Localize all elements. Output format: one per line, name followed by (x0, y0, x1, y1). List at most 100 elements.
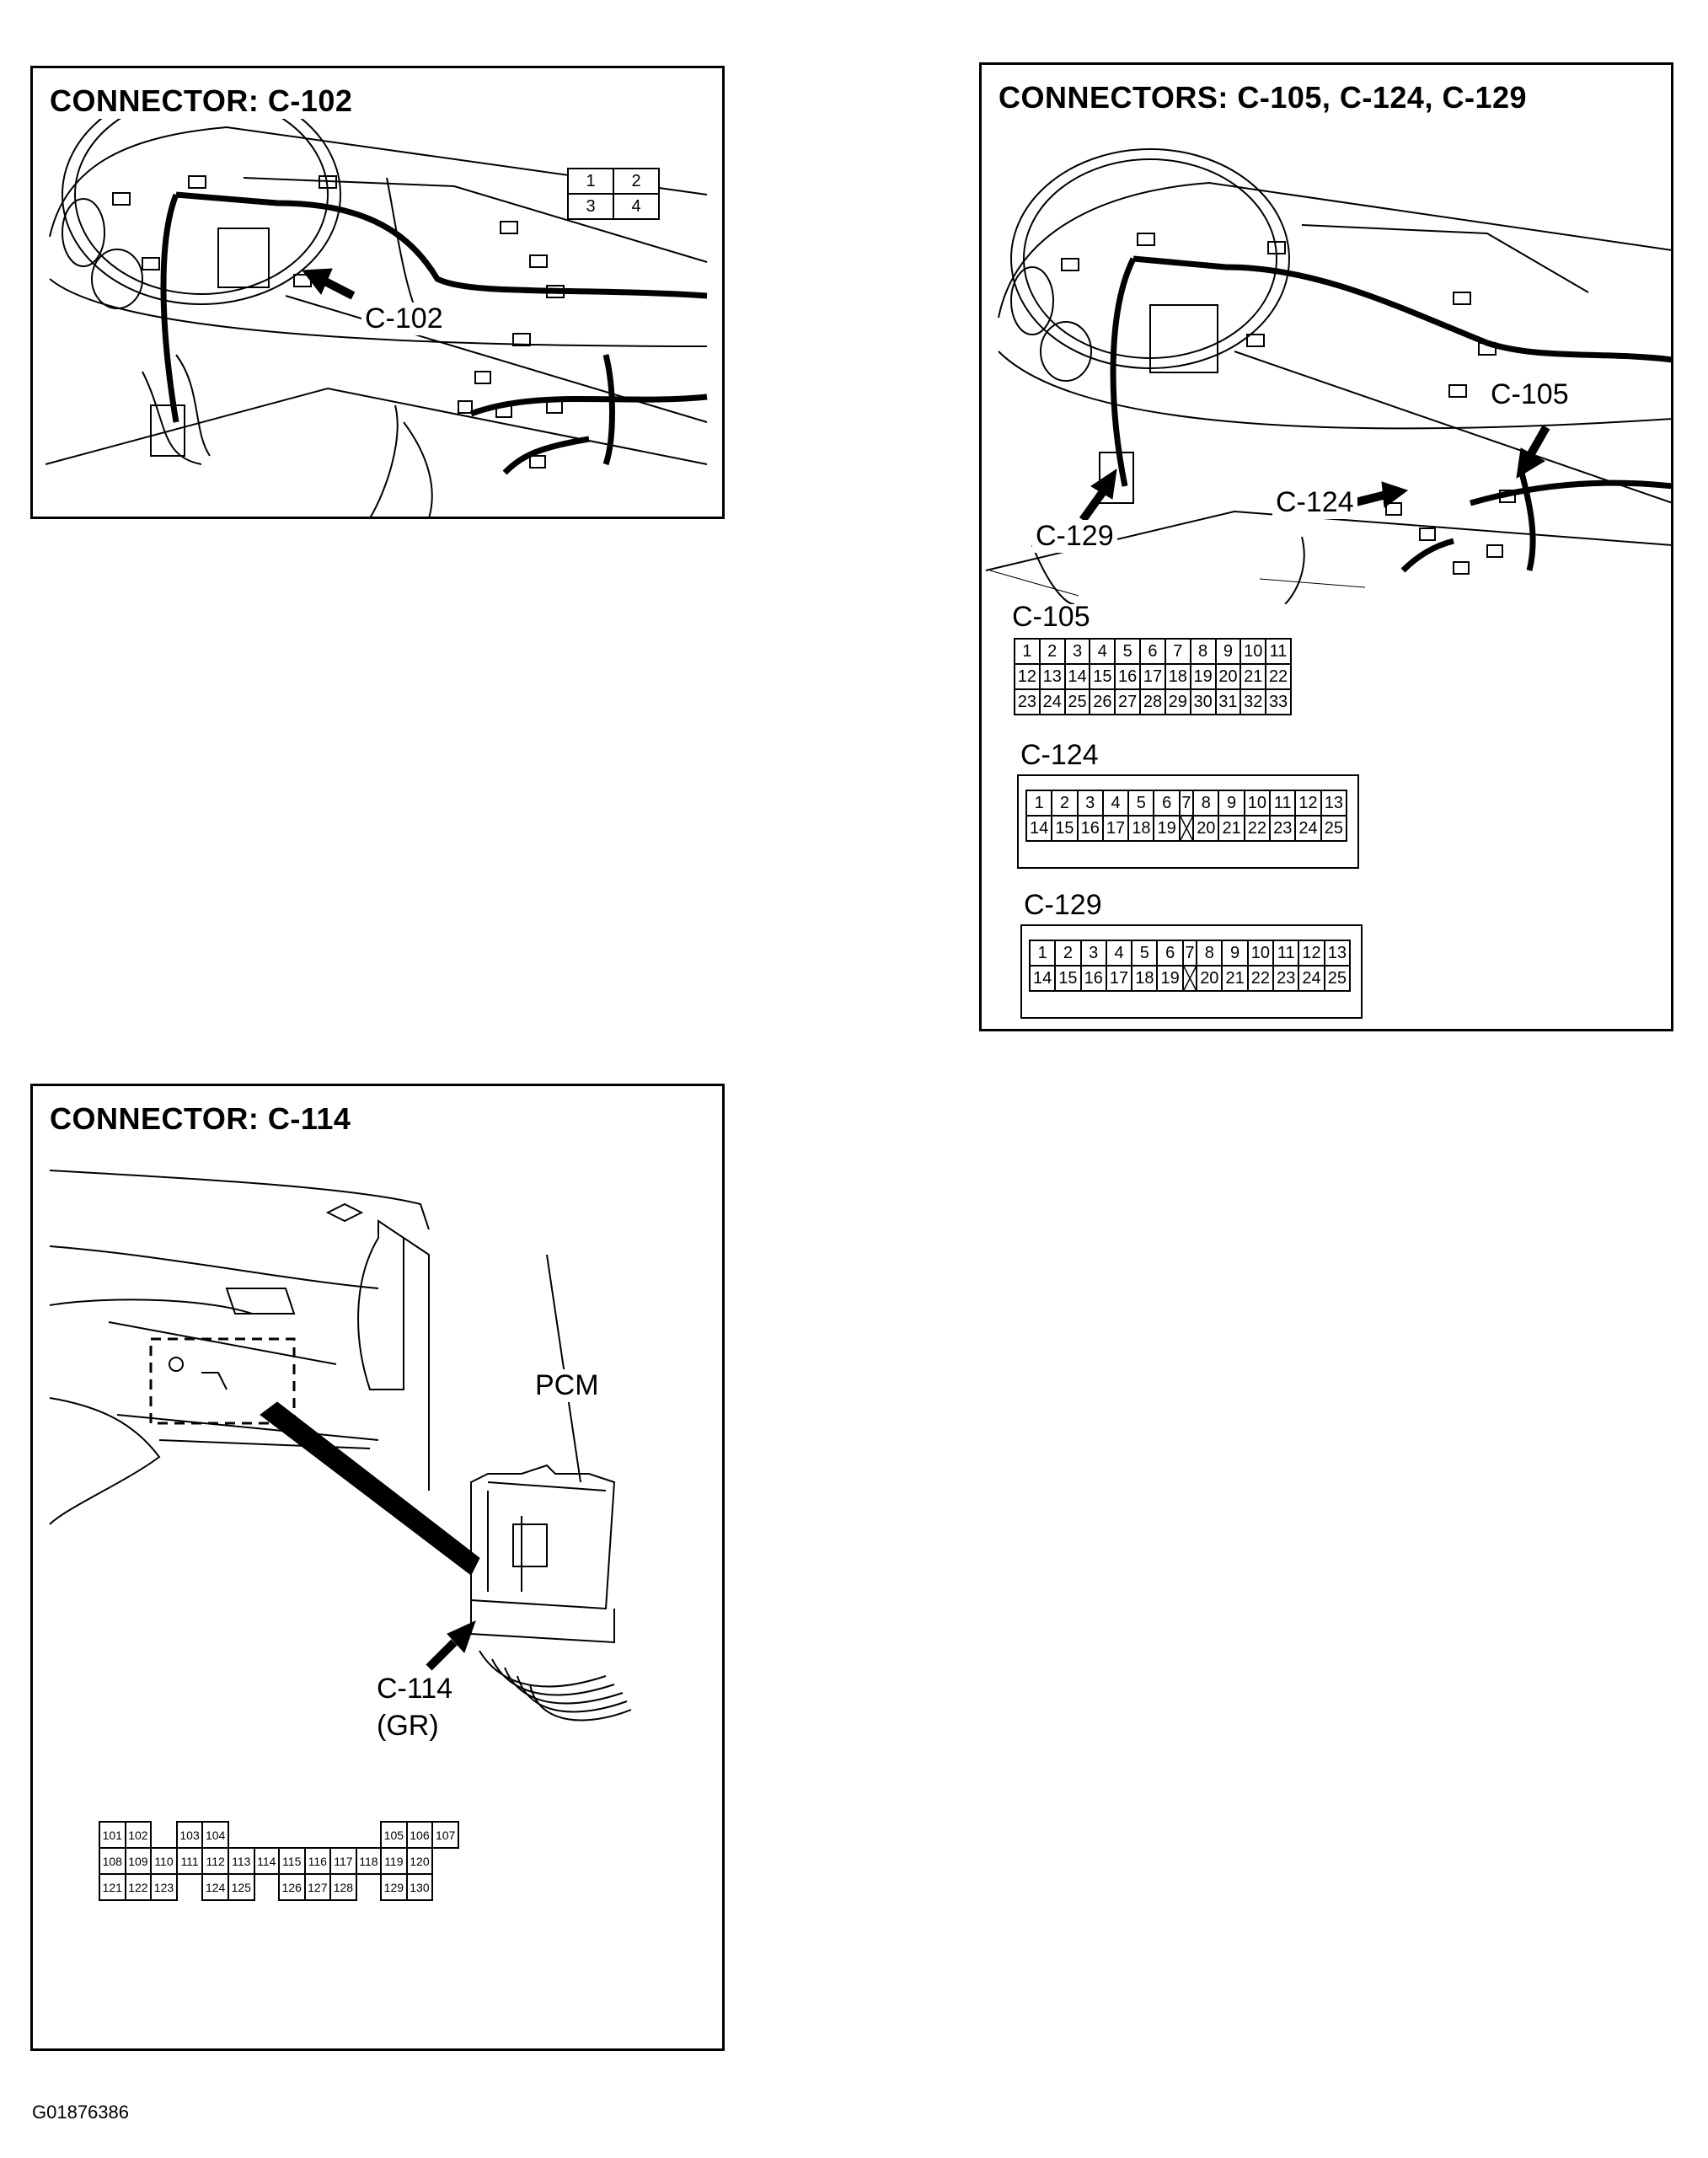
pin: 23 (1269, 815, 1297, 842)
pin: 32 (1240, 688, 1267, 715)
pin: 123 (150, 1873, 178, 1901)
pin: 130 (405, 1873, 434, 1901)
pin: 106 (405, 1821, 434, 1849)
pin: 5 (1114, 638, 1142, 665)
pin: 117 (329, 1847, 357, 1875)
pin: 22 (1246, 965, 1275, 992)
pin: 102 (124, 1821, 153, 1849)
pin: 14 (1028, 965, 1057, 992)
pin: 31 (1214, 688, 1242, 715)
pin: 7 (1178, 790, 1195, 817)
pin-empty (151, 1822, 177, 1848)
panel-title: CONNECTOR: C-114 (50, 1101, 358, 1137)
dashboard-illustration (45, 84, 708, 517)
pin: 20 (1214, 663, 1242, 690)
pin: 120 (405, 1847, 434, 1875)
pin: 21 (1240, 663, 1267, 690)
pin: 104 (201, 1821, 229, 1849)
pin: 16 (1076, 815, 1104, 842)
pin: 6 (1139, 638, 1166, 665)
pin: 27 (1114, 688, 1142, 715)
pin: 17 (1105, 965, 1133, 992)
pin: 9 (1214, 638, 1242, 665)
pin: 4 (613, 193, 660, 220)
pcm-label: PCM (532, 1369, 602, 1402)
c129-connector-label: C-129 (1024, 889, 1102, 921)
c124-connector-label: C-124 (1020, 739, 1099, 771)
pin: 29 (1164, 688, 1191, 715)
pin: 1 (1025, 790, 1053, 817)
pin: 2 (1038, 638, 1066, 665)
pin: 3 (1063, 638, 1091, 665)
pin: 4 (1089, 638, 1116, 665)
pin-empty (330, 1822, 356, 1848)
dashboard-illustration (985, 148, 1671, 604)
pin: 13 (1323, 940, 1352, 967)
pin-empty (356, 1822, 381, 1848)
pin: 17 (1101, 815, 1130, 842)
pin: 16 (1114, 663, 1142, 690)
pin: 118 (355, 1847, 383, 1875)
pin: 10 (1243, 790, 1272, 817)
c124-callout-label: C-124 (1272, 486, 1357, 519)
pin: 110 (150, 1847, 178, 1875)
pin: 113 (227, 1847, 255, 1875)
pin-empty (254, 1822, 279, 1848)
pin: 5 (1131, 940, 1159, 967)
pin: 2 (613, 168, 660, 195)
pin: 13 (1320, 790, 1348, 817)
pin: 3 (1079, 940, 1107, 967)
pin-empty (1178, 815, 1195, 842)
pin: 1 (1014, 638, 1041, 665)
pin: 108 (99, 1847, 126, 1875)
pin: 107 (431, 1821, 459, 1849)
pin: 15 (1054, 965, 1082, 992)
pin: 19 (1156, 965, 1184, 992)
pin: 103 (175, 1821, 204, 1849)
pin: 101 (99, 1821, 126, 1849)
unused-pin-x-mark (1183, 967, 1197, 990)
c114-color-label: (GR) (373, 1710, 442, 1743)
pin: 15 (1089, 663, 1116, 690)
pin: 129 (380, 1873, 408, 1901)
pin: 4 (1101, 790, 1130, 817)
pin: 1 (1028, 940, 1057, 967)
pin: 9 (1221, 940, 1249, 967)
figure-code: G01876386 (32, 2102, 129, 2123)
pin: 23 (1014, 688, 1041, 715)
pin: 20 (1196, 965, 1223, 992)
pin: 116 (303, 1847, 332, 1875)
pin: 28 (1139, 688, 1166, 715)
pin-empty (356, 1874, 381, 1900)
pin: 24 (1038, 688, 1066, 715)
pin: 114 (253, 1847, 280, 1875)
pin: 8 (1196, 940, 1223, 967)
pin: 127 (303, 1873, 332, 1901)
pin-empty (1181, 965, 1198, 992)
pin: 24 (1294, 815, 1322, 842)
pin: 11 (1272, 940, 1300, 967)
panel-connector-c102: CONNECTOR: C-102 (30, 66, 725, 519)
pin: 1 (567, 168, 614, 195)
pin: 122 (124, 1873, 153, 1901)
pin: 20 (1192, 815, 1220, 842)
pin: 19 (1189, 663, 1217, 690)
pin: 2 (1051, 790, 1079, 817)
pin: 26 (1089, 688, 1116, 715)
pin: 7 (1181, 940, 1198, 967)
pin: 22 (1243, 815, 1272, 842)
pin: 24 (1298, 965, 1325, 992)
pin: 4 (1105, 940, 1133, 967)
pin: 128 (329, 1873, 357, 1901)
glovebox-pcm-illustration (49, 1170, 632, 1722)
pin: 9 (1218, 790, 1245, 817)
pin: 18 (1164, 663, 1191, 690)
pin: 17 (1139, 663, 1166, 690)
pin: 7 (1164, 638, 1191, 665)
c105-connector-label: C-105 (1012, 601, 1090, 633)
pin: 12 (1294, 790, 1322, 817)
pin: 10 (1246, 940, 1275, 967)
pin-empty (177, 1874, 203, 1900)
